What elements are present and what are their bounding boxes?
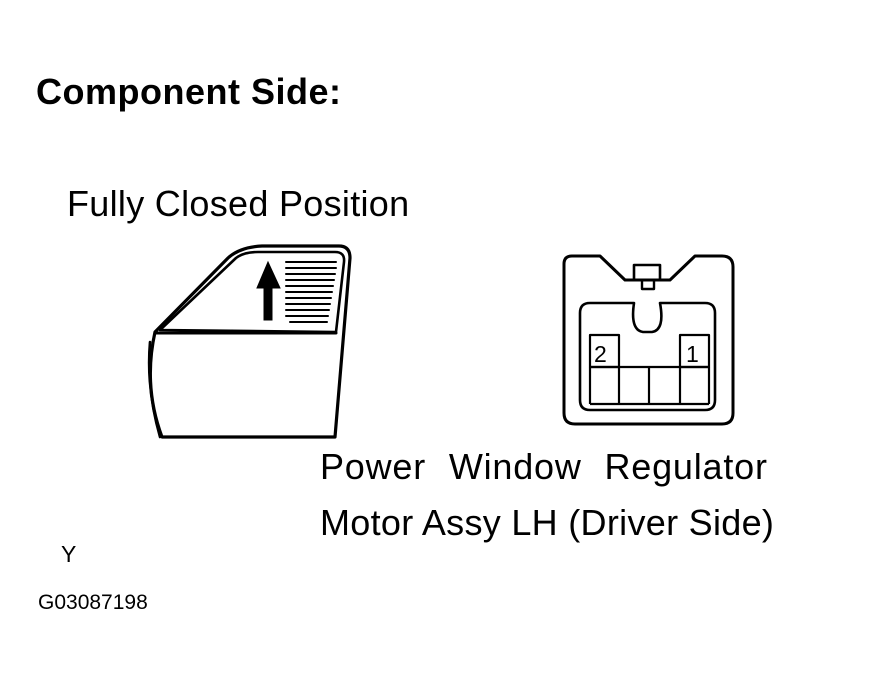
corner-marker: Y (61, 541, 77, 567)
up-arrow-icon (256, 260, 281, 321)
part-name-line-2: Motor Assy LH (Driver Side) (320, 502, 775, 543)
position-label: Fully Closed Position (67, 183, 410, 224)
pin-label-left: 2 (594, 341, 607, 367)
part-name-line-1: Power Window Regulator (320, 446, 768, 487)
figure-id: G03087198 (38, 591, 148, 614)
car-door-icon (147, 244, 352, 439)
section-heading: Component Side: (36, 71, 342, 112)
electrical-connector-icon (562, 254, 735, 426)
pin-label-right: 1 (686, 341, 699, 367)
